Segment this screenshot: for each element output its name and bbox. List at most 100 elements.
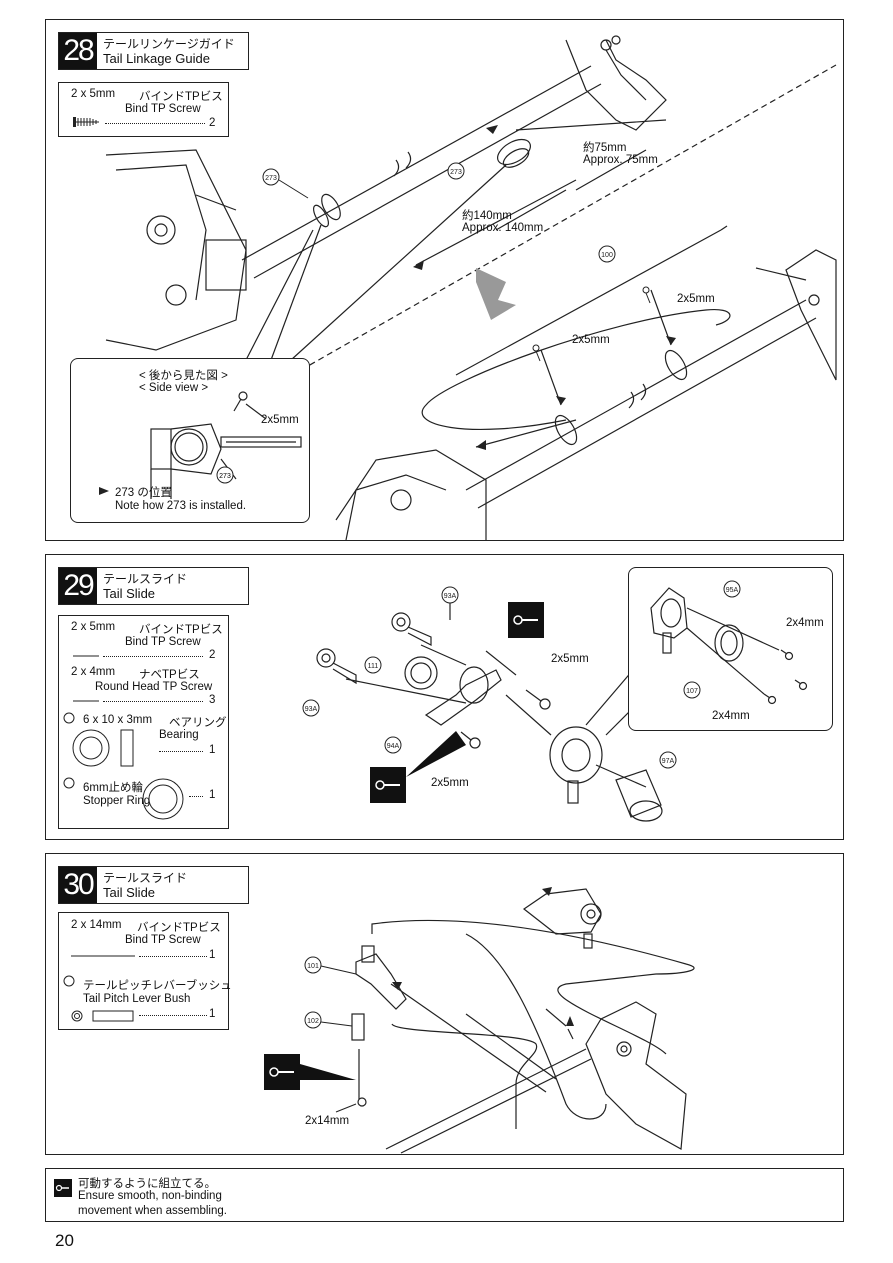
parts-list: 2 x 5mm バインドTPビス Bind TP Screw 2 2 x 4mm… [58, 615, 229, 829]
part-97a-label: 97A [662, 758, 675, 765]
dotted-leader [103, 701, 203, 702]
tail-slide-illustration: 93A 93A 111 94A 97A [302, 586, 677, 822]
dotted-leader [139, 956, 207, 957]
parts-list: 2 x 14mm バインドTPビス Bind TP Screw 1 テールピッチ… [58, 912, 232, 1030]
note-en-line2: movement when assembling. [78, 1205, 227, 1217]
part-name-en: Bearing [159, 729, 199, 741]
step-30-panel: 30 テールスライド Tail Slide 2 x 14mm バインドTPビス … [45, 853, 844, 1155]
part-93a-label: 93A [444, 593, 457, 600]
part-93a-label-2: 93A [305, 706, 318, 713]
part-name-jp: バインドTPビス [139, 91, 223, 103]
step-title-en: Tail Linkage Guide [103, 51, 210, 66]
dotted-leader [139, 1015, 207, 1016]
dim-75-jp: 約75mm [583, 142, 627, 154]
action-icon [370, 767, 406, 803]
part-111-label: 111 [368, 663, 379, 670]
note-jp: 可動するように組立てる。 [78, 1178, 216, 1190]
bearing-inset: 95A 107 2x4mm 2x4mm [628, 567, 833, 731]
action-icon [264, 1054, 300, 1090]
side-view-drawing: 273 [99, 391, 302, 499]
part-102-label: 102 [307, 1018, 319, 1025]
part-qty: 1 [209, 1008, 216, 1020]
action-icon [508, 602, 544, 638]
screw-label: 2x5mm [677, 293, 715, 305]
inset-part-label: 273 [219, 473, 231, 480]
part-name-en: Stopper Ring [83, 795, 151, 807]
parts-list: 2 x 5mm バインドTPビス Bind TP Screw 2 [58, 82, 229, 137]
dotted-leader [159, 751, 203, 752]
part-95a-label: 95A [726, 587, 739, 594]
part-size: 2 x 5mm [71, 88, 116, 100]
parts-icons [63, 655, 184, 820]
page-number: 20 [55, 1231, 74, 1250]
part-name-jp: バインドTPビス [139, 624, 223, 636]
part-qty: 1 [209, 789, 216, 801]
inset-note-en: Note how 273 is installed. [115, 500, 247, 512]
part-name-en: Tail Pitch Lever Bush [83, 993, 191, 1005]
screw-label: 2x4mm [786, 617, 824, 629]
part-273-label-2: 273 [450, 169, 462, 176]
step-title-en: Tail Slide [103, 586, 156, 601]
step-title-jp: テールリンケージガイド [103, 37, 235, 51]
step-title-jp: テールスライド [103, 572, 188, 586]
step-number: 30 [59, 867, 97, 903]
part-size: 2 x 14mm [71, 919, 122, 931]
pointer-icon [99, 487, 109, 495]
step-title-jp: テールスライド [103, 871, 188, 885]
step-header: 28 テールリンケージガイド Tail Linkage Guide [58, 32, 249, 70]
part-qty: 1 [209, 744, 216, 756]
side-view-inset: < 後から見た図 > < Side view > 2x5mm 273 273 の… [70, 358, 310, 523]
screw-label: 2x5mm [431, 777, 469, 789]
note-en-line1: Ensure smooth, non-binding [78, 1190, 222, 1202]
part-94a-label: 94A [387, 743, 400, 750]
part-name-jp: ベアリング [169, 717, 227, 729]
step-28-panel: 28 テールリンケージガイド Tail Linkage Guide 2 x 5m… [45, 19, 844, 541]
bearing-inset-drawing: 95A 107 [650, 580, 808, 705]
part-name-en: Bind TP Screw [125, 636, 201, 648]
dotted-leader [105, 123, 205, 124]
tail-boom-illustration: 273 273 100 [105, 35, 837, 541]
step-header: 30 テールスライド Tail Slide [58, 866, 249, 904]
part-qty: 3 [209, 694, 216, 706]
inset-screw-label: 2x5mm [261, 414, 299, 426]
part-name-en: Bind TP Screw [125, 103, 201, 115]
part-size: 2 x 5mm [71, 621, 116, 633]
part-name-en: Round Head TP Screw [95, 681, 213, 693]
part-name-jp: バインドTPビス [137, 922, 221, 934]
step-number: 29 [59, 568, 97, 604]
part-size: 2 x 4mm [71, 666, 116, 678]
inset-note-jp: 273 の位置 [115, 487, 172, 499]
screw-label: 2x14mm [305, 1115, 350, 1127]
dim-140-en: Approx. 140mm [462, 222, 544, 234]
part-qty: 2 [209, 649, 216, 661]
dim-140-jp: 約140mm [462, 210, 512, 222]
inset-title-jp: < 後から見た図 > [139, 370, 228, 382]
part-name-jp: テールピッチレバーブッシュ [83, 980, 232, 992]
tail-pitch-lever-illustration: 101 102 [264, 887, 695, 1154]
step-number: 28 [59, 33, 97, 69]
gray-arrow-icon [476, 268, 516, 320]
step-29-panel: 29 テールスライド Tail Slide 2 x 5mm バインドTPビス B… [45, 554, 844, 840]
step-header: 29 テールスライド Tail Slide [58, 567, 249, 605]
part-107-label: 107 [686, 688, 698, 695]
screw-label: 2x5mm [572, 334, 610, 346]
screw-label: 2x5mm [551, 653, 589, 665]
note-panel: 可動するように組立てる。 Ensure smooth, non-binding … [45, 1168, 844, 1222]
inset-title-en: < Side view > [139, 382, 209, 394]
dotted-leader [189, 796, 203, 797]
part-name-jp: ナベTPビス [139, 669, 200, 681]
part-size: 6mm止め輪 [83, 782, 144, 794]
part-101-label: 101 [307, 963, 319, 970]
screw-label: 2x4mm [712, 710, 750, 722]
part-qty: 2 [209, 117, 216, 129]
part-qty: 1 [209, 949, 216, 961]
part-273-label: 273 [265, 175, 277, 182]
step-title-en: Tail Slide [103, 885, 156, 900]
dotted-leader [103, 656, 203, 657]
part-name-en: Bind TP Screw [125, 934, 201, 946]
action-icon [54, 1179, 72, 1197]
parts-icons [63, 955, 135, 1022]
part-100-label: 100 [601, 252, 613, 259]
screw-icon [73, 117, 99, 127]
dim-75-en: Approx. 75mm [583, 154, 658, 166]
